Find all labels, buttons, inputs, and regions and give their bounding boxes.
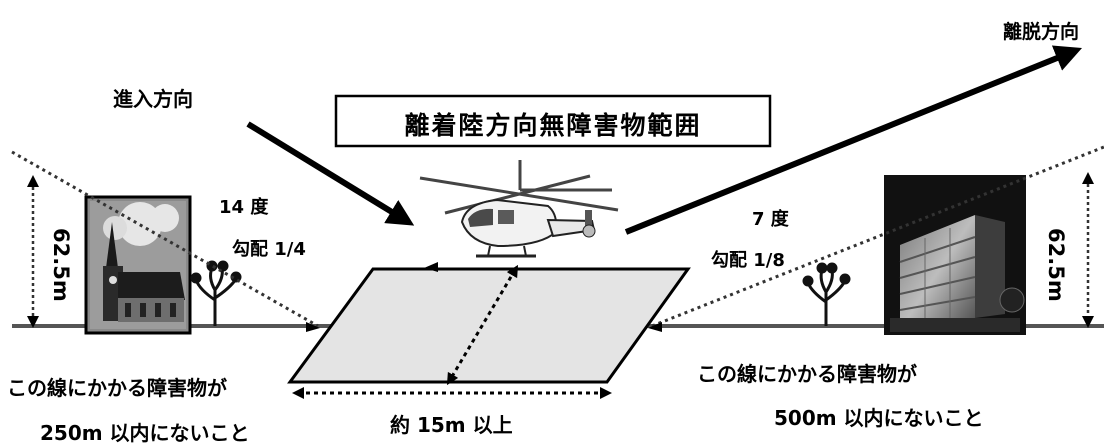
right-note-line1: この線にかかる障害物が (697, 362, 917, 386)
title-box (334, 94, 772, 148)
pad-depth-arrow (446, 264, 519, 386)
right-gradient-label: 勾配 1/8 (711, 250, 785, 271)
helicopter-image (419, 160, 619, 272)
tree-right (802, 262, 851, 326)
church-image (84, 195, 192, 335)
approach-arrow (246, 121, 415, 226)
diagram-canvas (11, 45, 1104, 399)
left-note-line2: 250m 以内にないこと (40, 421, 250, 445)
diagram-title: 離着陸方向無障害物範囲 (404, 111, 702, 140)
right-angle-label: 7 度 (752, 209, 789, 230)
left-surface-line (11, 150, 319, 328)
left-angle-label: 14 度 (219, 197, 269, 218)
departure-arrow (624, 45, 1083, 235)
departure-direction-label: 離脱方向 (1003, 21, 1080, 43)
right-note-line2: 500m 以内にないこと (774, 406, 984, 430)
tree-left (190, 260, 242, 326)
left-height-label: 62.5m (49, 228, 73, 302)
landing-pad (287, 267, 691, 384)
pad-width-label: 約 15m 以上 (390, 413, 513, 437)
right-surface-line (651, 145, 1104, 328)
approach-direction-label: 進入方向 (113, 87, 193, 111)
building-image (884, 175, 1026, 335)
right-angle-marker (648, 322, 662, 332)
right-height-label: 62.5m (1044, 228, 1068, 302)
left-angle-marker (306, 322, 320, 332)
left-gradient-label: 勾配 1/4 (232, 239, 306, 260)
left-note-line1: この線にかかる障害物が (7, 376, 227, 400)
